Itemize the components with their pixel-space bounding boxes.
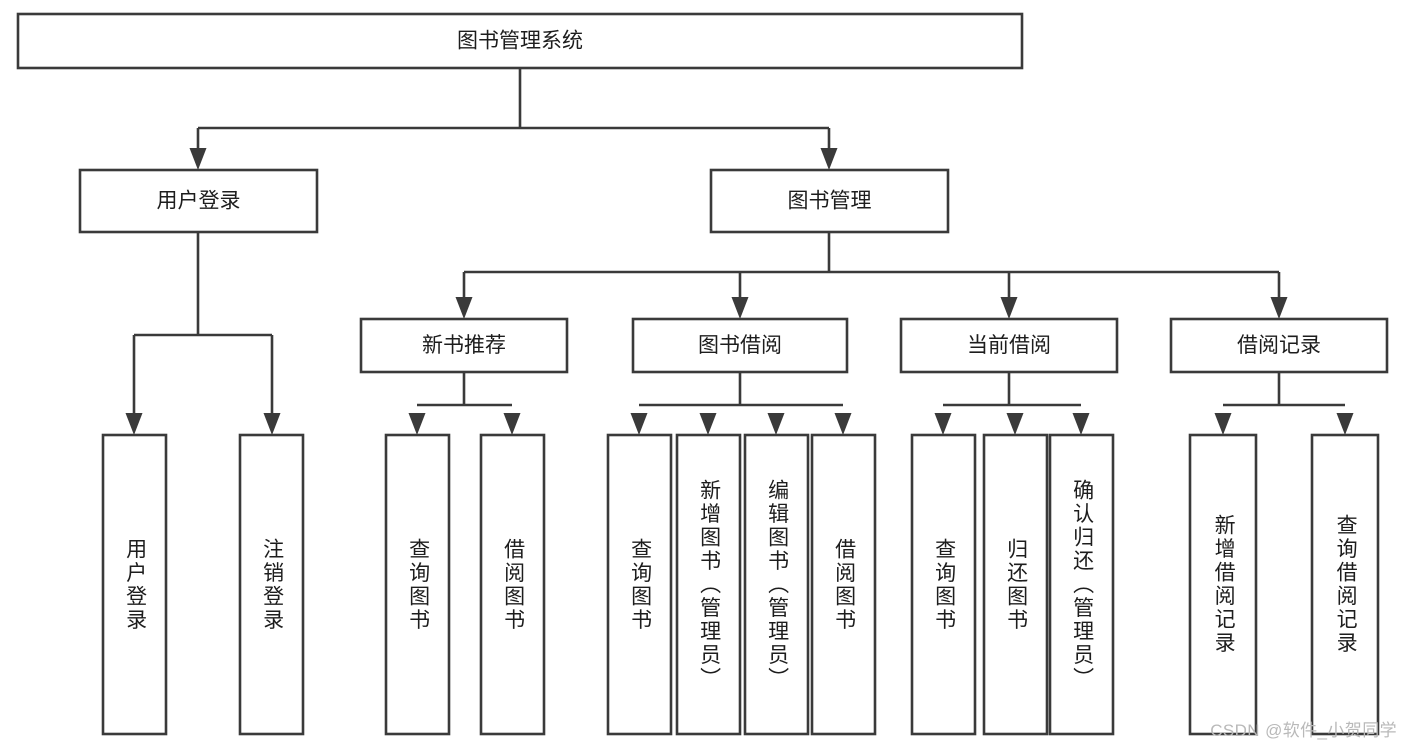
arrow-down-icon bbox=[408, 413, 426, 435]
level3-node-current-borrow-label: 当前借阅 bbox=[967, 334, 1051, 357]
arrow-down-icon bbox=[1336, 413, 1354, 435]
leaf-node-leaf-edit-book-box[interactable] bbox=[743, 433, 810, 736]
arrow-down-icon bbox=[189, 148, 207, 170]
arrow-down-icon bbox=[699, 413, 717, 435]
arrow-down-icon bbox=[263, 413, 281, 435]
arrow-down-icon bbox=[503, 413, 521, 435]
level3-node-book-borrow-label: 图书借阅 bbox=[698, 334, 782, 357]
arrow-down-icon bbox=[1072, 413, 1090, 435]
level3-node-book-borrow-box[interactable] bbox=[631, 317, 849, 374]
leaf-node-leaf-borrow-book-box[interactable] bbox=[810, 433, 877, 736]
arrow-down-icon bbox=[1006, 413, 1024, 435]
level2-node-book-manage-box[interactable] bbox=[709, 168, 950, 234]
arrow-down-icon bbox=[834, 413, 852, 435]
leaf-node-leaf-add-book-box[interactable] bbox=[675, 433, 742, 736]
arrow-down-icon bbox=[820, 148, 838, 170]
root-node-box[interactable] bbox=[16, 12, 1024, 70]
level2-node-book-manage-label: 图书管理 bbox=[788, 190, 872, 213]
arrow-down-icon bbox=[731, 297, 749, 319]
arrow-down-icon bbox=[455, 297, 473, 319]
arrow-down-icon bbox=[1270, 297, 1288, 319]
root-node-label: 图书管理系统 bbox=[457, 30, 583, 53]
leaf-node-leaf-logout-login-box[interactable] bbox=[238, 433, 305, 736]
arrow-down-icon bbox=[630, 413, 648, 435]
level3-node-new-book-recommend-box[interactable] bbox=[359, 317, 569, 374]
leaf-node-leaf-confirm-return-box[interactable] bbox=[1048, 433, 1115, 736]
leaf-node-leaf-add-borrow-record-box[interactable] bbox=[1188, 433, 1258, 736]
level3-node-current-borrow-box[interactable] bbox=[899, 317, 1119, 374]
level3-node-new-book-recommend-label: 新书推荐 bbox=[422, 334, 506, 357]
arrow-down-icon bbox=[767, 413, 785, 435]
leaf-node-leaf-query-book-borrow-box[interactable] bbox=[606, 433, 673, 736]
leaf-node-leaf-borrow-book-recommend-box[interactable] bbox=[479, 433, 546, 736]
boxes-layer bbox=[16, 12, 1389, 736]
leaf-node-leaf-query-borrow-record-box[interactable] bbox=[1310, 433, 1380, 736]
level2-node-user-login-box[interactable] bbox=[78, 168, 319, 234]
arrow-down-icon bbox=[934, 413, 952, 435]
level3-node-borrow-record-box[interactable] bbox=[1169, 317, 1389, 374]
leaf-node-leaf-query-book-recommend-box[interactable] bbox=[384, 433, 451, 736]
leaf-node-leaf-return-book-box[interactable] bbox=[982, 433, 1049, 736]
leaf-node-leaf-query-book-current-box[interactable] bbox=[910, 433, 977, 736]
connectors-layer bbox=[125, 68, 1354, 435]
level3-node-borrow-record-label: 借阅记录 bbox=[1237, 334, 1321, 357]
watermark-text: CSDN @软件_小贺同学 bbox=[1210, 721, 1397, 740]
arrow-down-icon bbox=[1214, 413, 1232, 435]
leaf-node-leaf-user-login-box[interactable] bbox=[101, 433, 168, 736]
arrow-down-icon bbox=[125, 413, 143, 435]
arrow-down-icon bbox=[1000, 297, 1018, 319]
level2-node-user-login-label: 用户登录 bbox=[157, 190, 241, 213]
